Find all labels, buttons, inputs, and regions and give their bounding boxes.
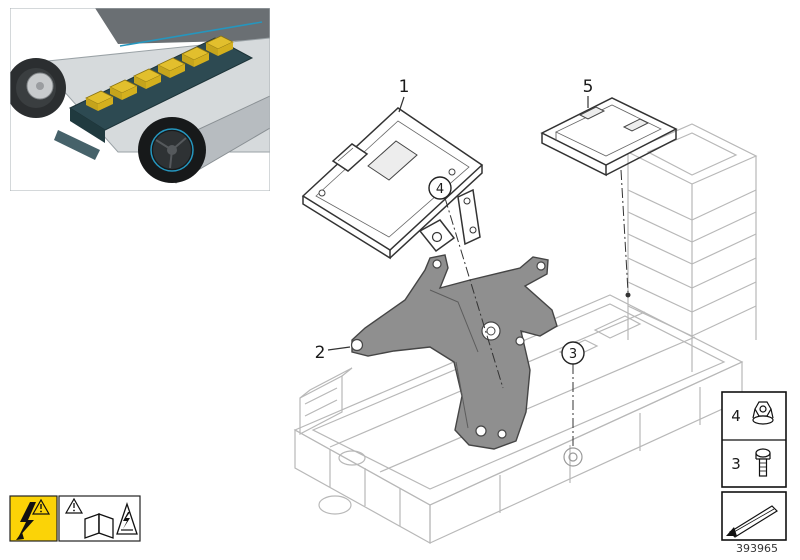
high-voltage-label	[9, 495, 58, 542]
cell-module	[133, 68, 162, 89]
accent-blue-line	[119, 21, 263, 47]
legend-item-3-label[interactable]: 3	[731, 455, 741, 473]
battery-cell-modules	[85, 35, 234, 111]
bracket-hole	[515, 336, 525, 346]
dash-leader-5	[620, 169, 629, 293]
suspension-arm	[54, 130, 100, 160]
warning-labels	[9, 495, 141, 542]
legend-item-4-label[interactable]: 4	[731, 407, 741, 425]
module5-detail	[578, 106, 606, 120]
mount-boss-3	[563, 447, 583, 467]
cell-module	[157, 57, 186, 78]
cell-module	[109, 79, 138, 100]
chassis-rear-panel	[95, 8, 270, 44]
pan-head-screw-icon	[755, 448, 771, 477]
tray-left-block	[299, 375, 343, 435]
part-label-3[interactable]: 3	[569, 347, 577, 362]
module1-connector	[331, 143, 369, 172]
part-label-5[interactable]: 5	[583, 77, 594, 97]
cell-module	[205, 35, 234, 56]
doc-number: 393965	[736, 542, 778, 555]
dash-leader-4	[444, 197, 504, 389]
part-label-1[interactable]: 1	[399, 77, 410, 97]
tower-top-detail	[646, 132, 738, 176]
cell-module	[85, 90, 114, 111]
battery-tray-front	[70, 108, 105, 143]
inset-vehicle-thumbnail	[10, 8, 270, 191]
rear-wheel	[10, 58, 66, 118]
callout-circle-3[interactable]: 3	[561, 341, 585, 365]
fastener-legend: 4 3	[721, 391, 787, 541]
bracket-part-2	[350, 254, 558, 450]
leader-line-2	[327, 346, 351, 351]
high-voltage-lightning-icon	[18, 502, 36, 538]
callout-leaders	[327, 96, 631, 449]
tray-front-left-face	[294, 428, 431, 545]
module1-strap	[457, 188, 481, 246]
bracket-hole	[350, 338, 364, 352]
dash-end-dot	[625, 292, 631, 298]
wedge-seal-icon	[726, 505, 778, 538]
bracket-hole	[432, 259, 442, 269]
control-module-part-1	[301, 107, 484, 260]
part-label-4[interactable]: 4	[436, 182, 444, 197]
warning-triangle-icon	[31, 498, 51, 515]
read-manual-book-icon	[84, 513, 114, 539]
hex-flange-nut-icon	[752, 401, 774, 425]
bracket-hole	[481, 321, 501, 341]
warning-triangle-icon	[64, 497, 84, 514]
callout-circle-4[interactable]: 4	[428, 176, 452, 200]
module1-tab-hole	[431, 231, 443, 243]
bracket-hole	[497, 429, 507, 439]
module1-center-detail	[367, 140, 418, 181]
module-part-5	[540, 97, 678, 177]
cell-module	[181, 46, 210, 67]
lightning-arrowhead-icon	[16, 532, 24, 540]
bracket-hole	[475, 425, 487, 437]
manual-warning-label	[58, 495, 141, 542]
bracket-body	[351, 254, 558, 450]
part-label-2[interactable]: 2	[315, 343, 326, 363]
bracket-hole	[536, 261, 546, 271]
front-wheel	[138, 117, 206, 183]
leader-line-1	[398, 96, 405, 113]
electric-shock-hand-icon	[116, 501, 138, 535]
module5-detail	[622, 118, 650, 132]
